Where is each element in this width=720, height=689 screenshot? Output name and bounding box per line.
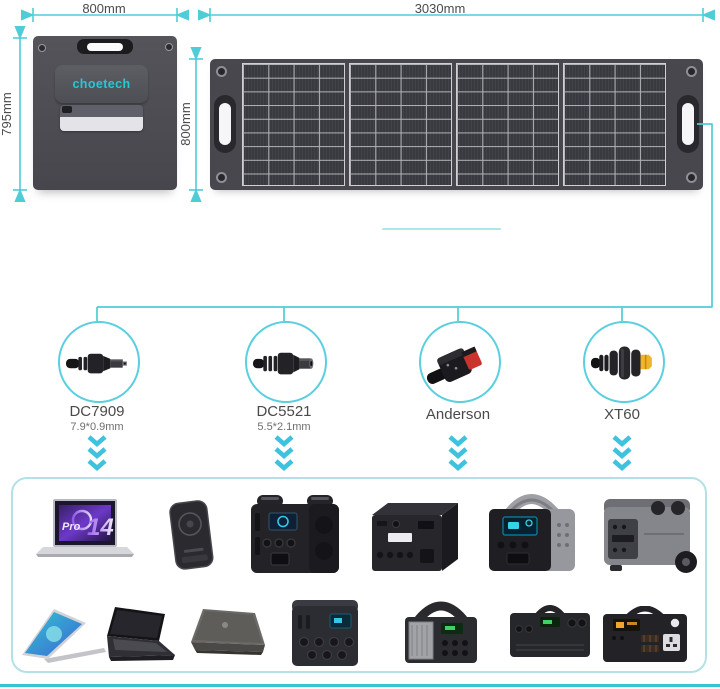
- choetech-logo: choetech: [72, 77, 131, 91]
- connector-label: Anderson: [425, 406, 491, 423]
- handle-grip: [682, 103, 694, 145]
- connector-size-label: 7.9*0.9mm: [70, 421, 124, 433]
- solar-cell-section: [456, 63, 559, 186]
- device-laptop-rear-view: [185, 607, 271, 661]
- chevron-down-icon: [448, 435, 468, 472]
- connector-xt60: [583, 321, 665, 403]
- device-power-station-angled: [362, 495, 462, 575]
- device-wireless-power-bank: [160, 497, 222, 575]
- solar-cell-section: [349, 63, 452, 186]
- connector-label: DC5521: [256, 403, 312, 420]
- chevrons-down: [87, 435, 632, 472]
- mount-hole: [216, 66, 227, 77]
- device-convertible-laptop: [14, 601, 106, 665]
- bag-grommet: [165, 43, 173, 51]
- connector-size-label: 5.5*2.1mm: [257, 421, 311, 433]
- connector-dc5521: [245, 321, 327, 403]
- folded-width-label: 800mm: [82, 1, 126, 16]
- bag-zip-pocket: [60, 105, 143, 131]
- bag-grommet: [38, 44, 46, 52]
- panel-right-handle: [677, 95, 699, 153]
- connector-label: DC7909: [69, 403, 125, 420]
- device-power-station-tall: [288, 597, 362, 669]
- laptop-screen-number: 14: [87, 514, 114, 541]
- xt60-plug-icon: [591, 346, 652, 380]
- mount-hole: [686, 66, 697, 77]
- bag-pocket-flap: choetech: [55, 65, 148, 103]
- device-power-station-compact: [506, 603, 594, 661]
- folded-height-label: 795mm: [0, 92, 14, 136]
- dc-barrel-plug-icon: [66, 353, 127, 374]
- device-power-station-dual-handle: [247, 491, 343, 579]
- panel-left-handle: [214, 95, 236, 153]
- bottom-accent-line: [0, 684, 720, 687]
- solar-cell-section: [563, 63, 666, 186]
- anderson-plug-icon: [427, 346, 482, 384]
- bag-handle: [77, 39, 133, 54]
- device-power-station-arch-handle: [479, 489, 583, 577]
- unfolded-width-label: 3030mm: [414, 1, 466, 16]
- unfolded-solar-panel: [210, 59, 703, 190]
- dim-folded-height: [13, 26, 27, 202]
- unfolded-height-label: 800mm: [178, 102, 193, 146]
- connector-anderson: [419, 321, 501, 403]
- device-laptop-pro-14: Pro 14: [35, 499, 135, 571]
- bag-handle-cutout: [87, 43, 123, 51]
- mount-hole: [686, 172, 697, 183]
- connector-dc7909: [58, 321, 140, 403]
- dc-barrel-plug-icon: [253, 352, 314, 375]
- chevron-down-icon: [87, 435, 107, 472]
- connector-label: XT60: [604, 406, 640, 423]
- solar-cell-section: [242, 63, 345, 186]
- device-power-station-uk-socket: [601, 606, 689, 664]
- device-laptop-open: [101, 605, 181, 663]
- device-power-station-grille: [399, 591, 483, 667]
- zipper-pull-icon: [62, 106, 72, 113]
- handle-grip: [219, 103, 231, 145]
- chevron-down-icon: [274, 435, 294, 472]
- chevron-down-icon: [612, 435, 632, 472]
- laptop-screen-text: Pro: [62, 521, 81, 533]
- device-power-station-wheeled: [598, 493, 702, 577]
- mount-hole: [216, 172, 227, 183]
- folded-solar-panel-bag: choetech: [33, 36, 177, 190]
